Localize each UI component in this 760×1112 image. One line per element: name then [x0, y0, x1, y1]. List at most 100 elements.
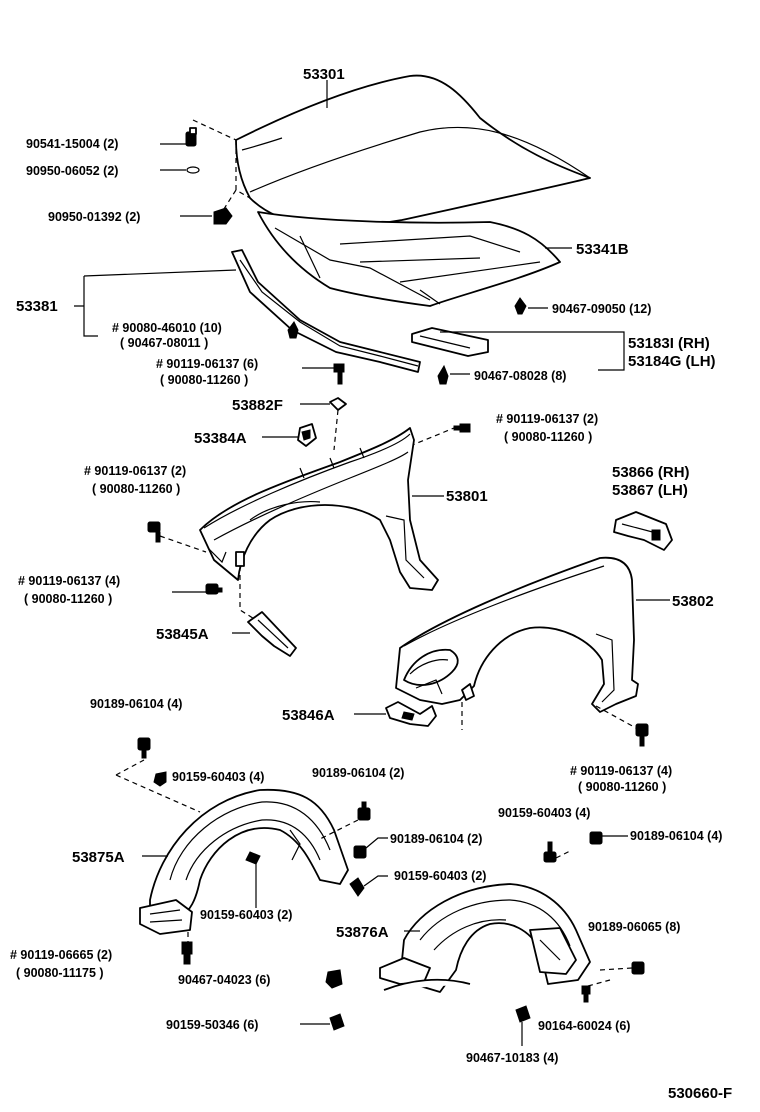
label-bolt-f2: ( 90080-11175 ) — [16, 966, 104, 980]
label-90541-15004: 90541-15004 (2) — [26, 137, 118, 151]
washer-90950-06052 — [186, 166, 200, 174]
screw-f — [581, 985, 591, 1003]
screw-b — [357, 801, 371, 821]
screw-c-leader — [365, 837, 388, 849]
label-bolt-c1: # 90119-06137 (2) — [84, 464, 186, 478]
clip-c-leader — [363, 875, 388, 887]
seal-bracket-leader — [74, 269, 237, 337]
cushion-53384A — [297, 423, 317, 447]
cushion-53882F-dash — [333, 409, 339, 451]
screw-c — [353, 845, 367, 859]
bolt-f — [181, 941, 193, 965]
label-53381: 53381 — [16, 298, 58, 315]
label-bolt-e2: ( 90080-11260 ) — [578, 780, 666, 794]
bolt-e — [635, 723, 649, 747]
hood-insulator — [257, 211, 561, 307]
label-53301: 53301 — [303, 66, 345, 83]
label-90164-60024: 90164-60024 (6) — [538, 1019, 630, 1033]
clip-c — [349, 877, 365, 897]
label-53384A: 53384A — [194, 430, 247, 447]
liner-53876A — [379, 883, 591, 993]
label-bolt-b2: ( 90080-11260 ) — [504, 430, 592, 444]
label-53341B: 53341B — [576, 241, 629, 258]
label-bolt-d1: # 90119-06137 (4) — [18, 574, 120, 588]
bolt-c — [147, 521, 161, 543]
label-53802: 53802 — [672, 593, 714, 610]
brace-53846A — [385, 701, 437, 727]
label-90159-60403-c: 90159-60403 (2) — [394, 869, 486, 883]
label-90189-06065: 90189-06065 (8) — [588, 920, 680, 934]
label-90950-01392: 90950-01392 (2) — [48, 210, 140, 224]
bolt-e-dash — [595, 705, 637, 729]
label-53846A: 53846A — [282, 707, 335, 724]
clip-90080-46010 — [287, 321, 299, 339]
label-bolt-e1: # 90119-06137 (4) — [570, 764, 672, 778]
screw-f-dash — [587, 979, 611, 987]
screw-a-dash — [115, 759, 201, 813]
label-90159-60403-a: 90159-60403 (4) — [172, 770, 264, 784]
clip-90541 — [185, 127, 197, 147]
brace-dash — [239, 566, 257, 621]
clip-g — [329, 1013, 345, 1031]
label-bolt-c2: ( 90080-11260 ) — [92, 482, 180, 496]
footer-code: 530660-F — [668, 1085, 732, 1102]
fender-53801 — [199, 427, 439, 591]
clip-b — [153, 771, 167, 787]
side-seal — [411, 327, 489, 357]
brace-53845A — [247, 611, 297, 657]
screw-e — [631, 961, 645, 975]
screw-a — [137, 737, 151, 759]
label-bolt-f1: # 90119-06665 (2) — [10, 948, 112, 962]
label-90189-06104-d: 90189-06104 (2) — [390, 832, 482, 846]
label-90467-10183: 90467-10183 (4) — [466, 1051, 558, 1065]
clip-e — [543, 841, 557, 863]
screw-e-dash — [599, 967, 633, 971]
label-90189-06104-b: 90189-06104 (2) — [312, 766, 404, 780]
label-90080-46010: # 90080-46010 (10) — [112, 321, 222, 335]
label-53183I: 53183I (RH) — [628, 335, 710, 352]
label-90189-06104-a: 90189-06104 (4) — [90, 697, 182, 711]
bolt-c-dash — [159, 535, 207, 553]
label-53867: 53867 (LH) — [612, 482, 688, 499]
label-90159-60403-b: 90159-60403 (4) — [498, 806, 590, 820]
label-53882F: 53882F — [232, 397, 283, 414]
clip-e-dash — [555, 849, 573, 859]
bolt-b-dash — [409, 427, 455, 447]
clip-h — [515, 1005, 531, 1023]
label-53866: 53866 (RH) — [612, 464, 690, 481]
clip-f — [325, 969, 343, 989]
screw-d — [589, 831, 603, 845]
clip-d — [245, 851, 261, 865]
liner-53876A-lip — [383, 978, 471, 991]
cushion-53882F — [329, 397, 347, 411]
label-90467-09050: 90467-09050 (12) — [552, 302, 651, 316]
liner-53875A — [139, 788, 349, 935]
bolt-a — [333, 363, 345, 385]
bolt-d — [205, 583, 223, 595]
label-90159-50346: 90159-50346 (6) — [166, 1018, 258, 1032]
hood-dash-a — [192, 119, 237, 141]
washer-90950-01392 — [213, 207, 233, 225]
fender-53802 — [395, 556, 639, 713]
label-90189-06104-c: 90189-06104 (4) — [630, 829, 722, 843]
label-53845A: 53845A — [156, 626, 209, 643]
bolt-b — [453, 423, 471, 433]
label-bolt-a2: ( 90080-11260 ) — [160, 373, 248, 387]
label-53876A: 53876A — [336, 924, 389, 941]
clip-90467-09050 — [514, 297, 527, 315]
label-90950-06052: 90950-06052 (2) — [26, 164, 118, 178]
label-90467-04023: 90467-04023 (6) — [178, 973, 270, 987]
label-53875A: 53875A — [72, 849, 125, 866]
label-53184G: 53184G (LH) — [628, 353, 716, 370]
label-90467-08028: 90467-08028 (8) — [474, 369, 566, 383]
label-90159-60403-d: 90159-60403 (2) — [200, 908, 292, 922]
screw-b-dash — [317, 819, 359, 841]
label-bolt-a1: # 90119-06137 (6) — [156, 357, 258, 371]
label-bolt-b1: # 90119-06137 (2) — [496, 412, 598, 426]
side-seal-leader — [440, 331, 625, 371]
hood-panel — [235, 74, 591, 228]
label-90467-08011: ( 90467-08011 ) — [120, 336, 208, 350]
label-53801: 53801 — [446, 488, 488, 505]
label-bolt-d2: ( 90080-11260 ) — [24, 592, 112, 606]
